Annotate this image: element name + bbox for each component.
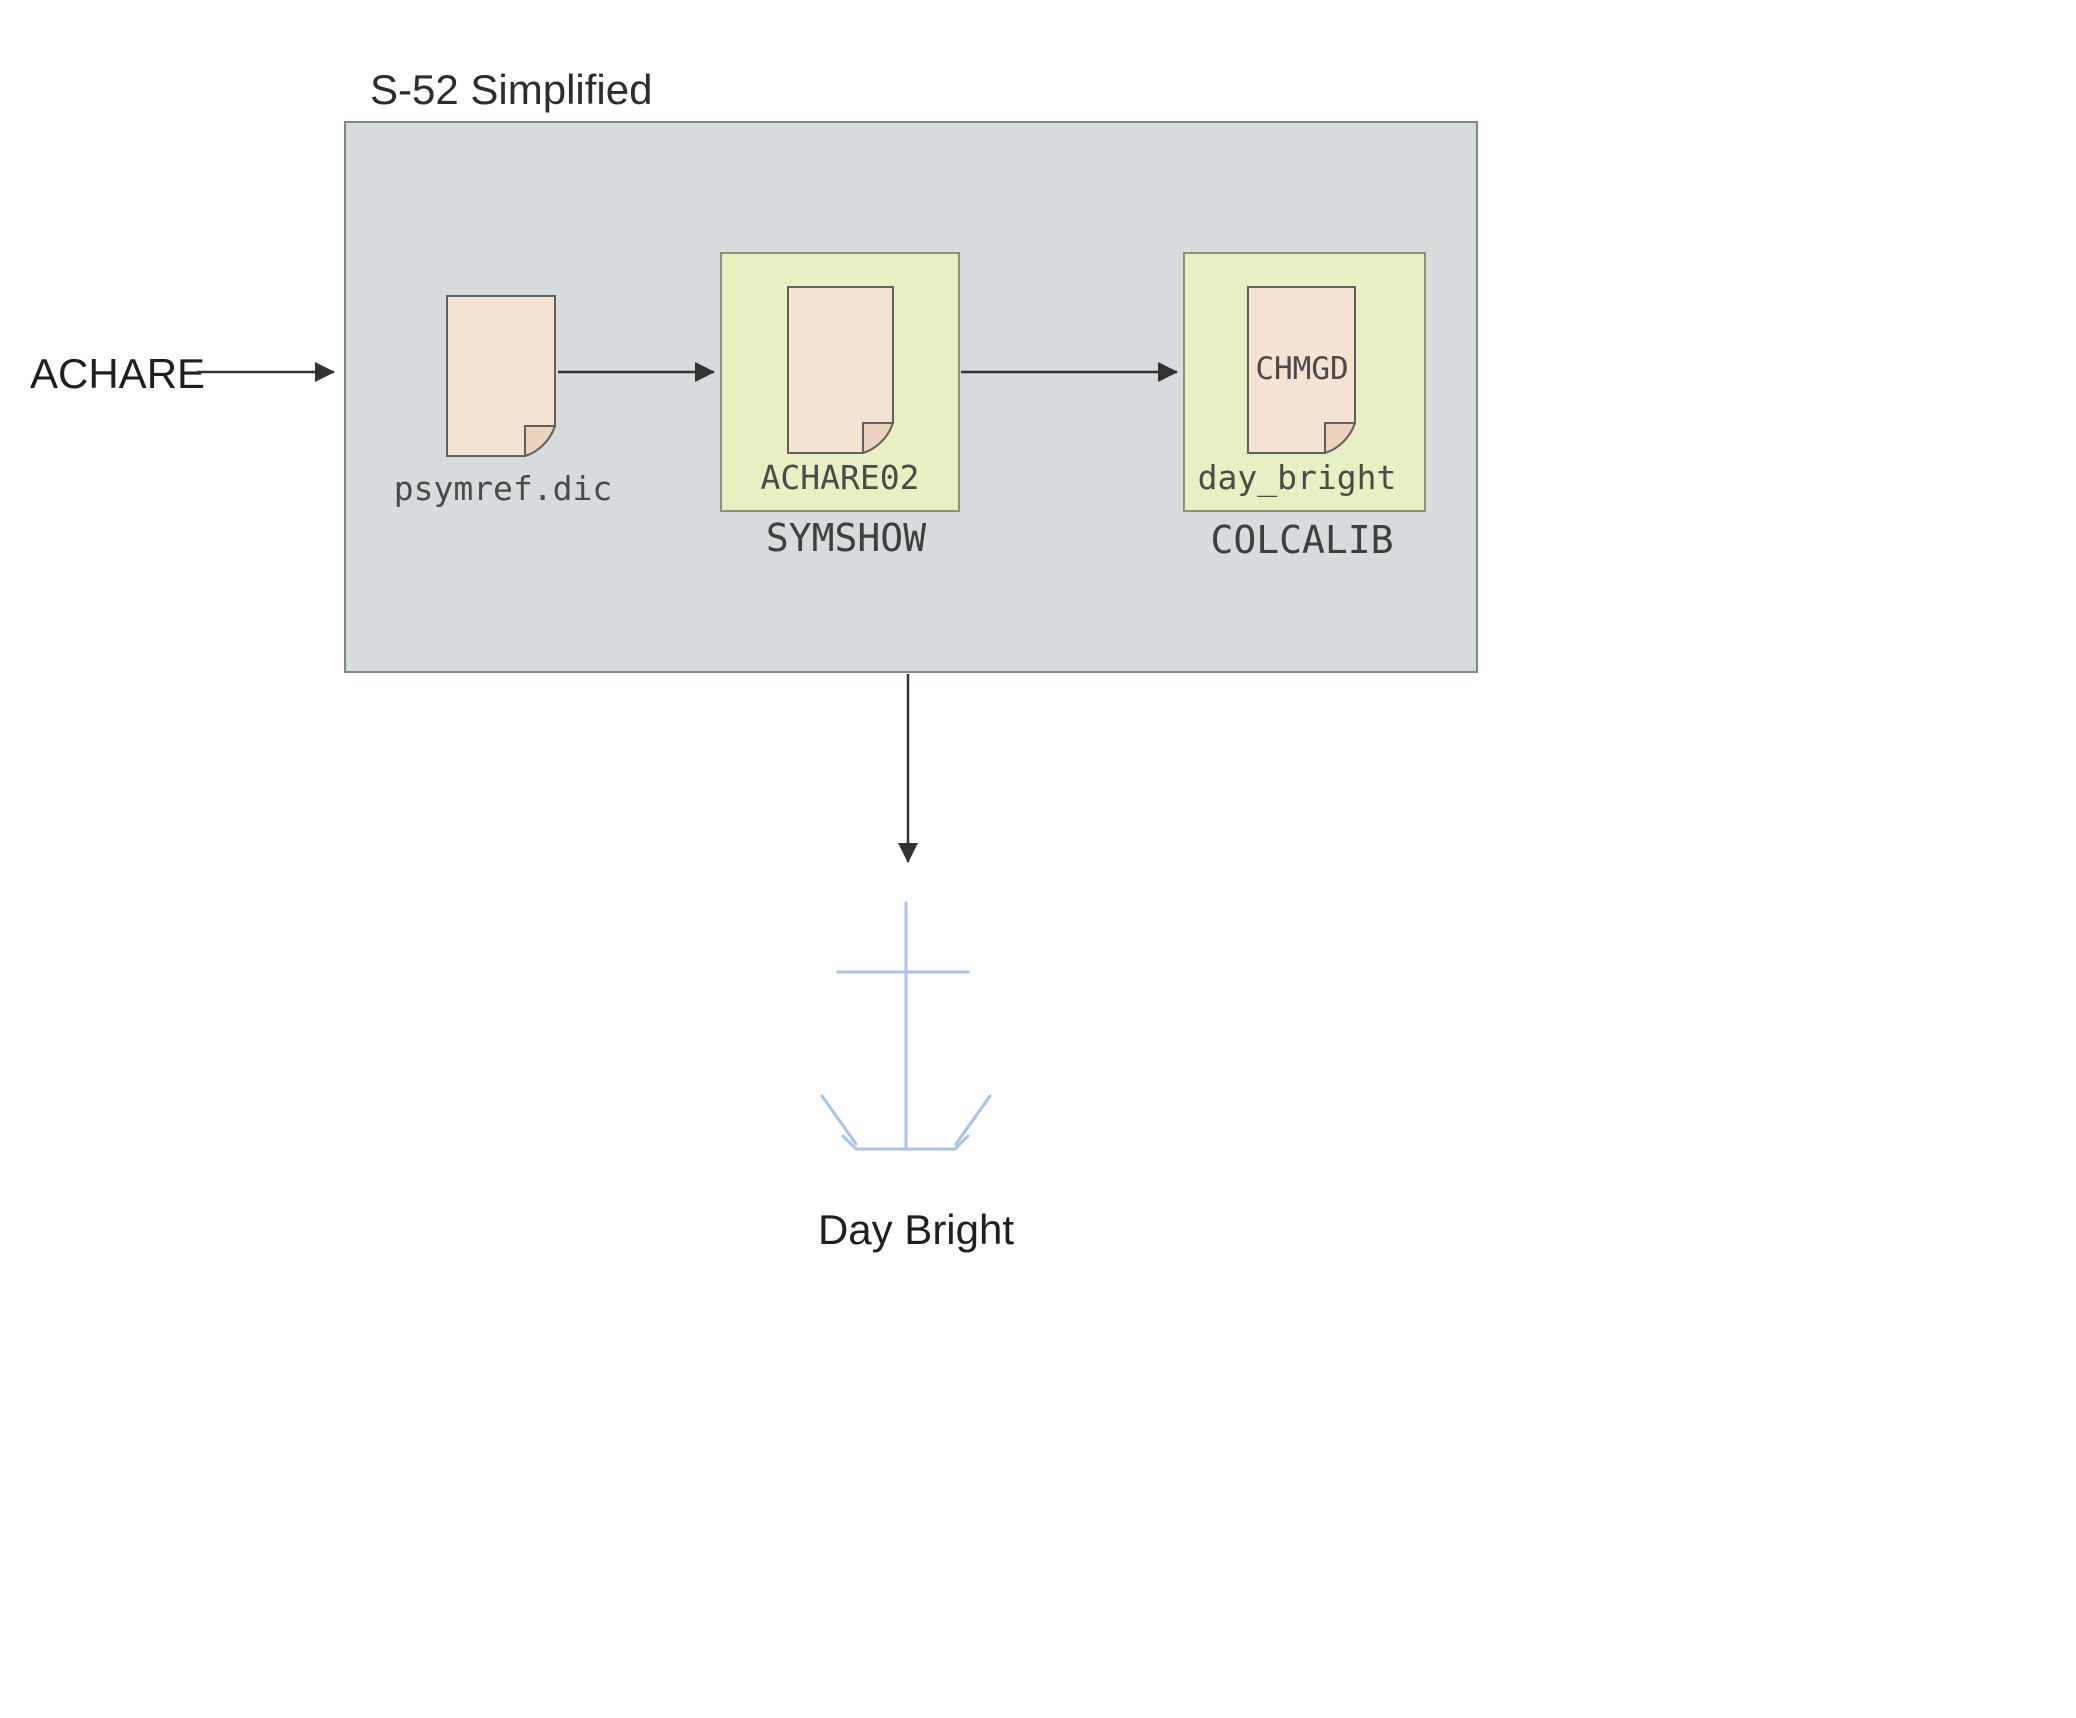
output-label: Day Bright — [818, 1206, 1014, 1253]
colcalib-stage-label: COLCALIB — [1210, 518, 1393, 562]
anchor-symbol-icon — [820, 901, 992, 1151]
day-bright-file-label: day_bright — [1198, 458, 1397, 498]
chmgd-doc-text: CHMGD — [1255, 351, 1348, 387]
anchor-left-fluke-line — [820, 1094, 858, 1146]
colcalib-stage: CHMGD day_bright COLCALIB — [1183, 252, 1426, 562]
document-fold-icon — [1324, 422, 1357, 455]
psymref-label: psymref.dic — [394, 469, 613, 508]
symshow-stage: ACHARE02 SYMSHOW — [720, 252, 960, 560]
anchor-right-fluke-line — [954, 1094, 992, 1146]
document-fold-icon — [524, 425, 557, 458]
psymref-doc-node: psymref.dic — [394, 295, 613, 508]
document-fold-icon — [862, 422, 895, 455]
anchor-crown-line — [841, 1134, 970, 1151]
input-label: ACHARE — [30, 350, 205, 397]
symshow-stage-label: SYMSHOW — [766, 516, 926, 560]
achare02-label: ACHARE02 — [761, 458, 920, 497]
container-title: S-52 Simplified — [370, 66, 652, 113]
